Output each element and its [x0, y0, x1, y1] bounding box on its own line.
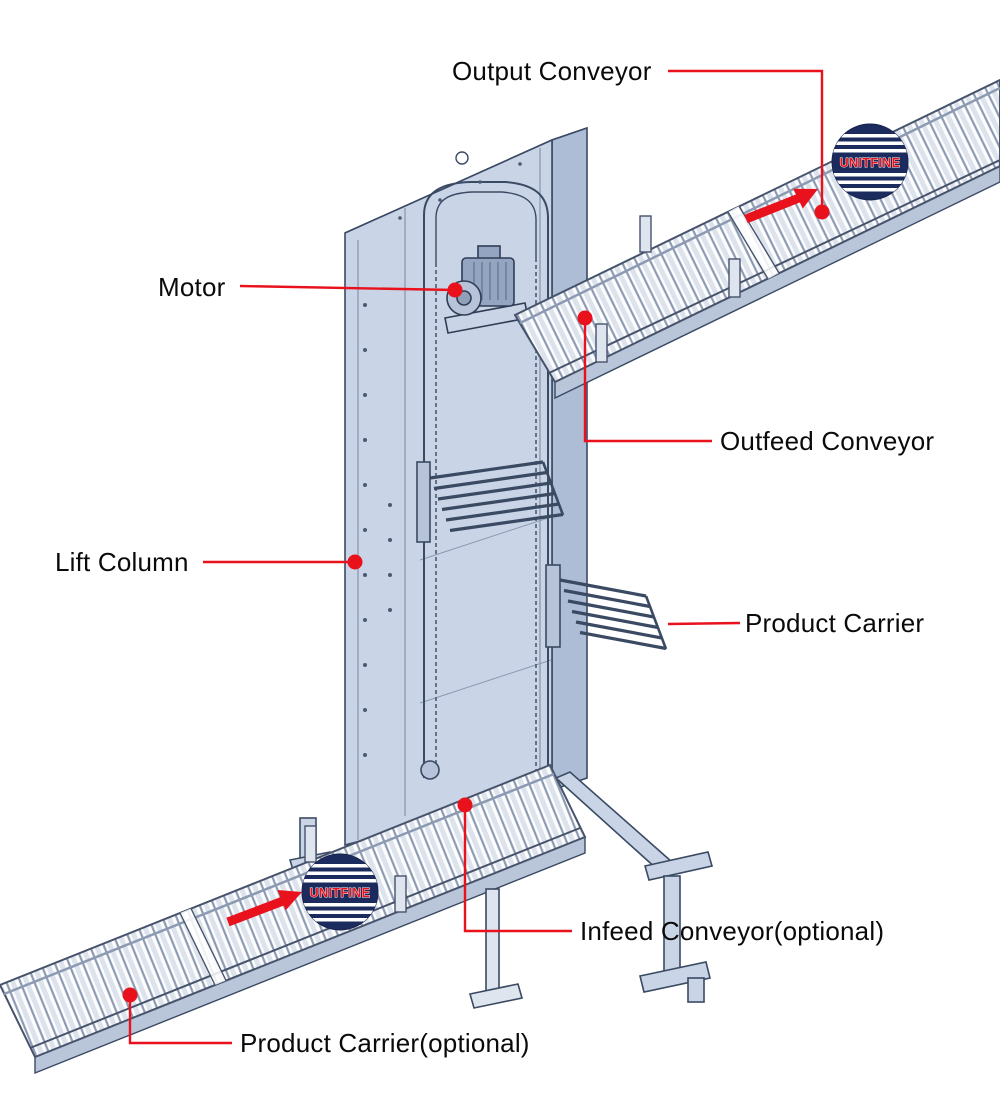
unitfine-logo-top: UNITFINE — [831, 123, 909, 201]
callout-dot-output-conveyor — [814, 204, 830, 220]
callout-dot-motor — [447, 282, 463, 298]
callout-dots — [122, 204, 830, 1003]
label-output-conveyor: Output Conveyor — [452, 56, 652, 86]
callout-line-output-conveyor — [668, 69, 824, 212]
callout-lines — [128, 69, 824, 1045]
stand-legs — [554, 771, 714, 1003]
callout-dot-lift-column — [347, 554, 363, 570]
flow-arrow-top — [744, 188, 818, 224]
callout-line-infeed-conveyor — [463, 805, 572, 933]
callout-line-motor — [239, 284, 456, 292]
conveyor-clip — [639, 215, 652, 253]
callout-line-product-carrier — [667, 621, 741, 626]
callout-dot-infeed-conveyor — [457, 797, 473, 813]
label-outfeed-conveyor: Outfeed Conveyor — [720, 426, 935, 456]
flow-arrow-bottom — [226, 890, 302, 927]
callout-line-outfeed-conveyor — [583, 318, 712, 443]
unitfine-logo-bottom: UNITFINE — [301, 853, 379, 931]
label-lift-column: Lift Column — [55, 547, 189, 577]
logo-text: UNITFINE — [310, 886, 371, 900]
callout-dot-outfeed-conveyor — [577, 310, 593, 326]
conveyor-clip — [304, 825, 317, 863]
label-product-carrier-optional: Product Carrier(optional) — [240, 1028, 530, 1058]
bolt-holes — [363, 162, 522, 757]
label-motor: Motor — [158, 272, 226, 302]
product-carrier-lower — [545, 564, 668, 651]
conveyor-clip — [728, 258, 741, 298]
label-product-carrier: Product Carrier — [745, 608, 925, 638]
label-infeed-conveyor: Infeed Conveyor(optional) — [580, 916, 885, 946]
conveyor-support-foot — [468, 888, 524, 1009]
callout-line-product-carrier-optional — [128, 995, 232, 1045]
infeed-conveyor — [0, 763, 587, 1075]
product-carrier-upper — [416, 460, 565, 543]
conveyor-clip — [394, 875, 407, 913]
callout-dot-product-carrier-optional — [122, 987, 138, 1003]
logo-text: UNITFINE — [840, 156, 901, 170]
conveyor-clip — [595, 323, 608, 363]
